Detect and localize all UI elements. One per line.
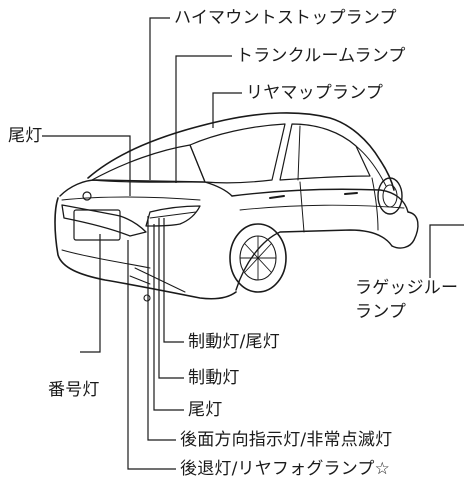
leader-reverse: [127, 240, 176, 470]
label-rear-map-lamp: リヤマップランプ: [246, 83, 384, 103]
leader-tail-lower: [153, 224, 184, 411]
label-brake-tail-light: 制動灯/尾灯: [188, 332, 280, 352]
leader-luggage: [429, 224, 464, 278]
leader-brake: [158, 218, 184, 379]
label-license-plate-light: 番号灯: [48, 380, 100, 400]
leader-lines: [42, 17, 464, 470]
leader-brake-tail: [163, 218, 184, 343]
label-trunk-room-lamp: トランクルームランプ: [236, 46, 406, 66]
car-illustration: [54, 112, 419, 302]
label-tail-light-lower: 尾灯: [188, 400, 223, 420]
label-luggage-room-lamp-line1: ラゲッジルー: [355, 278, 459, 298]
label-brake-light: 制動灯: [188, 368, 240, 388]
leader-rear-map: [212, 92, 242, 128]
leader-tail-left: [42, 135, 131, 196]
leader-high-mount: [149, 17, 170, 180]
leader-license: [80, 234, 101, 353]
label-tail-light-left: 尾灯: [8, 126, 43, 146]
label-luggage-room-lamp-line2: ランプ: [355, 302, 407, 322]
label-rear-turn-hazard: 後面方向指示灯/非常点滅灯: [180, 430, 393, 450]
label-high-mount-stop-lamp: ハイマウントストップランプ: [174, 8, 397, 28]
label-reverse-rear-fog: 後退灯/リヤフォグランプ☆: [180, 459, 391, 479]
leader-trunk: [175, 55, 232, 183]
leader-turn: [147, 216, 176, 441]
